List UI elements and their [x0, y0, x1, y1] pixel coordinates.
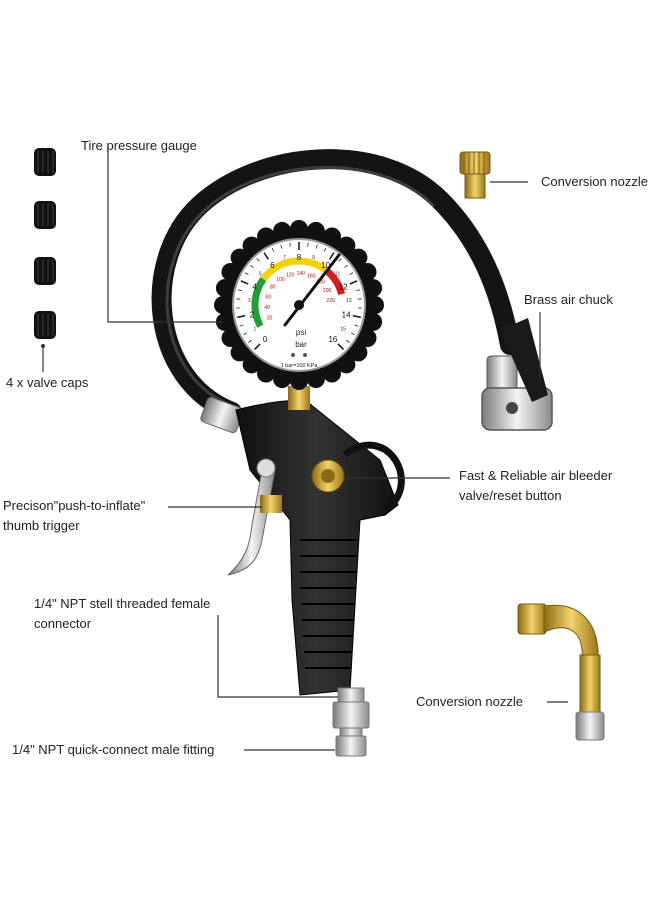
- gauge-psi-number: 100: [276, 277, 285, 283]
- conversion-nozzle-bottom: [517, 603, 605, 741]
- gauge-tick: [328, 252, 335, 260]
- label-female-line2: connector: [34, 616, 92, 631]
- gauge-bar-number: 4: [252, 283, 257, 292]
- gauge-bar-number: 8: [297, 253, 302, 262]
- gauge-tick: [239, 324, 244, 327]
- label-conversion-nozzle-top: Conversion nozzle: [541, 174, 648, 189]
- gauge-tick: [349, 280, 358, 285]
- gauge-bar-number: 0: [263, 335, 268, 344]
- gauge-conversion-note: 1 bar=100 KPa: [281, 363, 319, 369]
- label-bleeder-line2: valve/reset button: [459, 488, 562, 503]
- valve-cap: [34, 311, 56, 339]
- thumb-trigger: [227, 458, 282, 576]
- gauge-bar-number: 12: [339, 283, 348, 292]
- gauge-psi-number: 220: [326, 298, 335, 304]
- gauge-psi-number: 140: [297, 271, 306, 277]
- gauge-needle: [283, 253, 341, 327]
- label-female-line1: 1/4" NPT stell threaded female: [34, 596, 211, 611]
- gauge-bar-numbers: 0 2 4 6 8 10 12 14 16: [250, 253, 351, 344]
- air-hose: [151, 149, 520, 422]
- gauge-inner-number: 1: [254, 327, 257, 333]
- gauge-bar-number: 14: [342, 310, 351, 319]
- gauge-inner-number: 13: [346, 298, 352, 304]
- gauge-tick: [271, 247, 275, 252]
- gauge-unit-bar: bar: [295, 340, 307, 349]
- gauge-psi-number: 120: [286, 272, 295, 278]
- gauge-tick: [237, 289, 242, 292]
- gauge-tick: [244, 272, 249, 276]
- gauge-tick: [307, 242, 309, 247]
- gauge-tick: [337, 343, 345, 351]
- valve-caps: [34, 148, 56, 339]
- gauge-tick: [237, 314, 246, 319]
- gauge-yellow-band: [260, 257, 329, 282]
- gauge-tick: [243, 332, 248, 336]
- valve-cap: [34, 257, 56, 285]
- gauge-psi-number: 160: [307, 274, 316, 280]
- gauge-tick: [352, 314, 361, 319]
- gauge-inner-number: 5: [259, 271, 262, 277]
- gauge-tick: [349, 272, 354, 276]
- gauge-tick: [338, 258, 342, 262]
- leader-lines: [42, 146, 568, 751]
- gauge-tick: [253, 343, 261, 351]
- inflator-gun-body: [235, 399, 405, 696]
- gauge-tick: [354, 324, 359, 327]
- gauge-green-band: [251, 277, 267, 328]
- gauge-psi-number: 60: [265, 295, 271, 301]
- gauge-tick: [263, 252, 270, 260]
- gauge-bar-number: 2: [250, 310, 255, 319]
- gauge-psi-number: 180: [316, 279, 325, 285]
- gauge-bar-number: 16: [328, 335, 337, 344]
- gauge-tick: [315, 244, 318, 249]
- label-tire-pressure-gauge: Tire pressure gauge: [81, 138, 197, 153]
- gauge-psi-number: 200: [323, 288, 332, 294]
- label-trigger-line2: thumb trigger: [3, 518, 80, 533]
- gauge-tick: [346, 339, 350, 343]
- gauge-neck: [288, 386, 310, 410]
- gauge-inner-number: 9: [312, 255, 315, 261]
- gauge-tick: [280, 244, 283, 249]
- label-trigger-line1: Precison"push-to-inflate": [3, 498, 146, 513]
- label-valve-caps: 4 x valve caps: [6, 375, 89, 390]
- label-brass-air-chuck: Brass air chuck: [524, 292, 613, 307]
- gauge-tick: [356, 289, 361, 292]
- brass-air-chuck: [481, 318, 553, 431]
- quick-connect-male-fitting: [332, 687, 370, 757]
- gauge-inner-number: 11: [335, 271, 340, 277]
- gauge-tick: [248, 339, 252, 343]
- label-conversion-nozzle-bottom: Conversion nozzle: [416, 694, 523, 709]
- label-bleeder-line1: Fast & Reliable air bleeder: [459, 468, 613, 483]
- gauge-inner-number: 3: [248, 298, 251, 304]
- gauge-psi-number: 80: [270, 285, 276, 291]
- gauge-tick: [350, 332, 355, 336]
- gauge-psi-number: 40: [264, 305, 270, 311]
- gauge-bar-number: 10: [321, 261, 330, 270]
- gauge-unit-psi: psi: [296, 328, 306, 337]
- gauge-tick: [344, 264, 348, 268]
- gauge-tick: [289, 242, 291, 247]
- gauge-tick: [256, 258, 260, 262]
- gauge-ticks: [236, 242, 362, 351]
- valve-cap: [34, 201, 56, 229]
- conversion-nozzle-top: [459, 151, 491, 199]
- label-male-fitting: 1/4" NPT quick-connect male fitting: [12, 742, 215, 757]
- gauge-tick: [323, 247, 327, 252]
- gauge-bar-number: 6: [270, 261, 275, 270]
- gauge-tick: [240, 280, 249, 285]
- air-bleeder-valve: [311, 459, 345, 493]
- gauge-tick: [250, 264, 254, 268]
- gauge-inner-number: 7: [283, 255, 286, 261]
- hose-highlight: [165, 165, 436, 406]
- valve-cap: [34, 148, 56, 176]
- gauge-psi-number: 20: [267, 316, 273, 322]
- gauge-inner-number: 15: [340, 327, 346, 333]
